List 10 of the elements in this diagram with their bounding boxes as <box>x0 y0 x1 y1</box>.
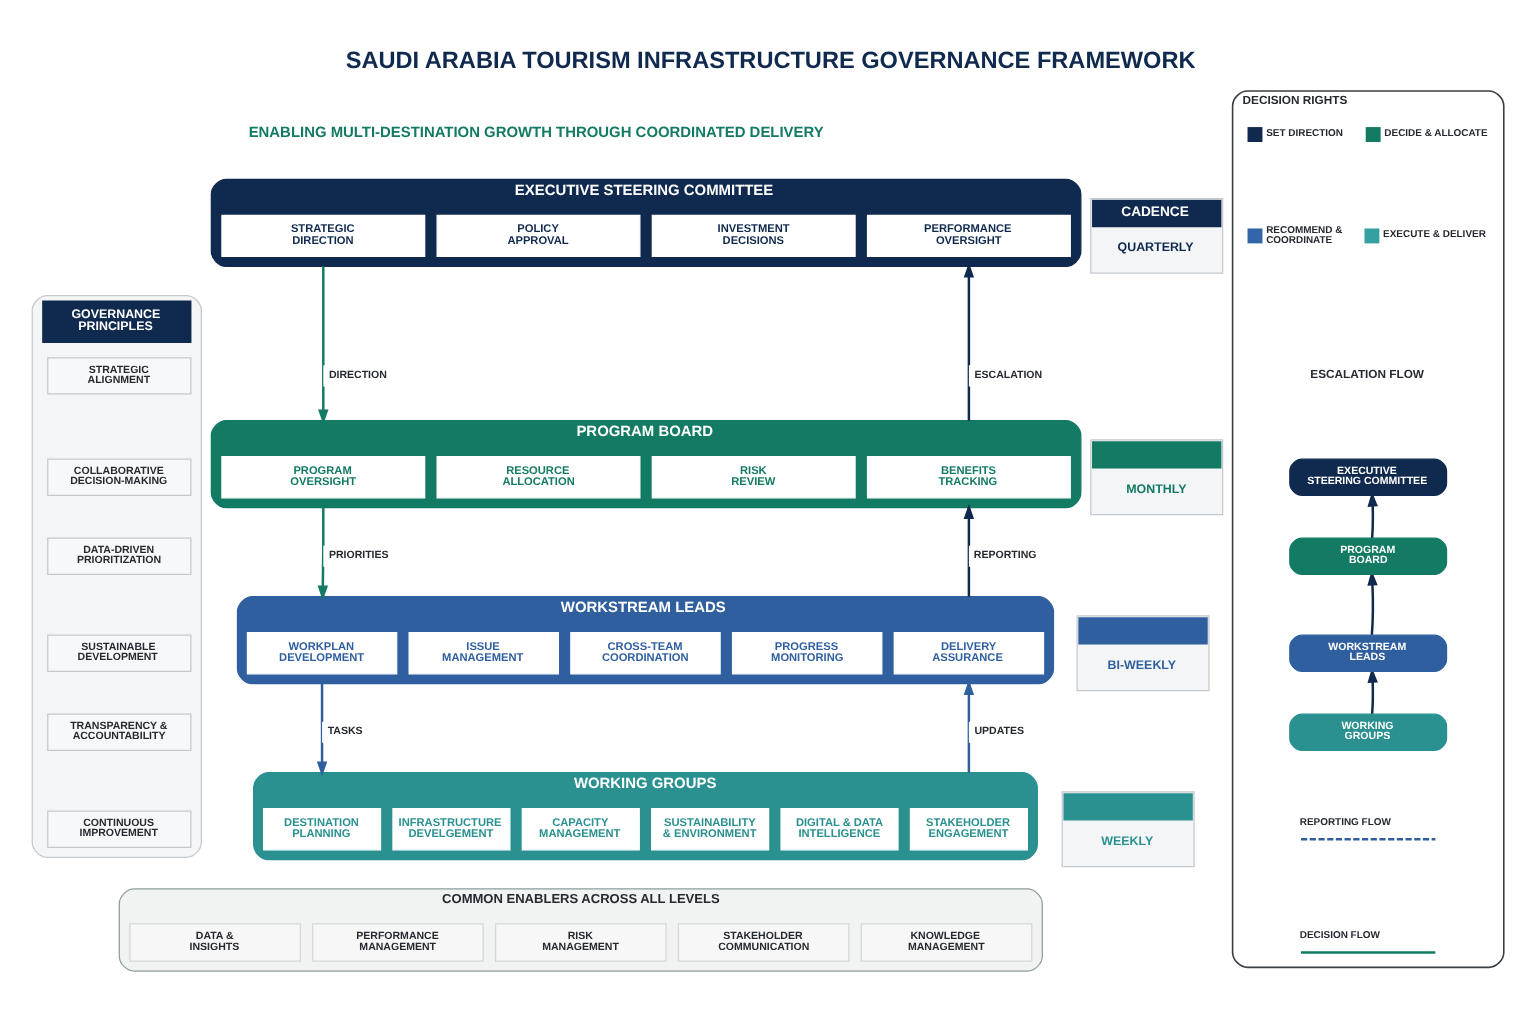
arrow <box>318 265 329 424</box>
arrow <box>1367 666 1378 714</box>
arrow <box>1367 569 1378 634</box>
arrow <box>317 506 329 600</box>
diagram-title: SAUDI ARABIA TOURISM INFRASTRUCTURE GOVERNANCE FRAMEWORK <box>345 44 1196 73</box>
arrow <box>316 682 328 776</box>
arrow <box>963 678 975 772</box>
arrow <box>1367 490 1378 538</box>
arrow <box>963 261 975 420</box>
arrow <box>963 502 975 596</box>
